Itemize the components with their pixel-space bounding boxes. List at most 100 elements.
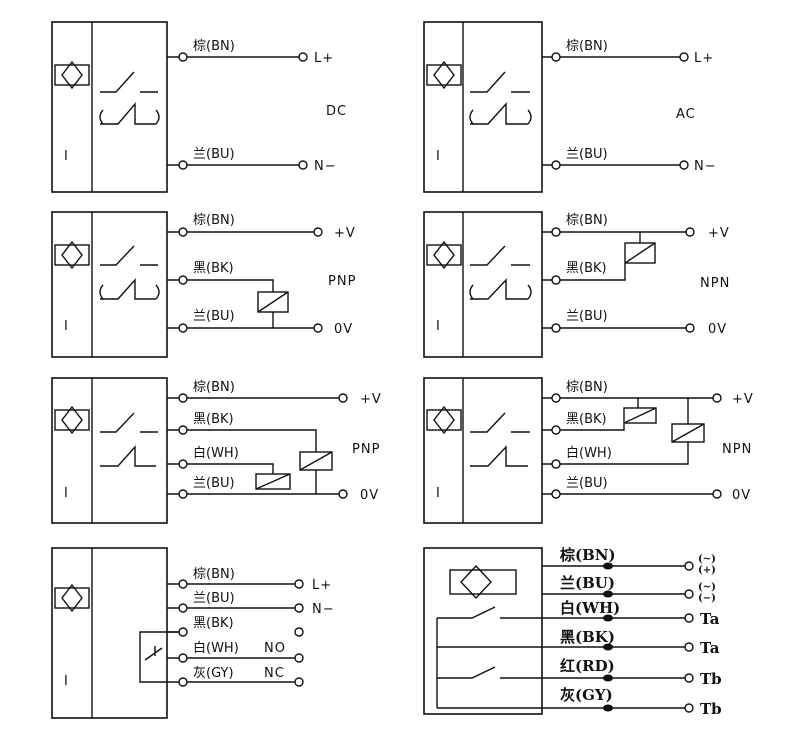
terminal bbox=[294, 579, 304, 589]
wire-label-blue: 兰(BU) bbox=[566, 476, 608, 491]
wire-joint bbox=[551, 160, 561, 170]
wire-line bbox=[542, 442, 689, 465]
wire-joint bbox=[603, 704, 613, 712]
terminal bbox=[294, 627, 304, 637]
switch-nc-symbol bbox=[99, 278, 160, 300]
output-type-label: NPN bbox=[722, 442, 752, 457]
wire-label-black: 黑(BK) bbox=[193, 616, 234, 631]
terminal bbox=[313, 227, 323, 237]
sensor-body bbox=[423, 377, 543, 524]
sensor-label: I bbox=[64, 486, 68, 501]
switch-nc-symbol bbox=[100, 445, 156, 467]
wire-label-brown: 棕(BN) bbox=[193, 39, 235, 54]
terminal-label-ac1: (~) bbox=[698, 554, 716, 565]
sensor-body bbox=[423, 547, 543, 715]
output-type-label: AC bbox=[676, 107, 696, 122]
diagram-5wire-relay: I 棕(BN) 兰(BU) 黑(BK) 白(WH) 灰(GY) NO NC L+… bbox=[51, 547, 335, 719]
output-type-label: PNP bbox=[328, 274, 356, 289]
switch-no-symbol bbox=[470, 71, 530, 93]
sensor-body bbox=[51, 211, 168, 358]
terminal-label-ground: 0V bbox=[708, 322, 727, 337]
sensor-coil-icon bbox=[426, 60, 462, 90]
diagram-npn-3wire: I 棕(BN) 黑(BK) 兰(BU) +V 0V NPN bbox=[423, 211, 730, 358]
terminal-label-ground: 0V bbox=[732, 488, 751, 503]
terminal bbox=[712, 393, 722, 403]
wire-line bbox=[522, 617, 600, 679]
terminal bbox=[294, 677, 304, 687]
wire-joint bbox=[551, 52, 561, 62]
switch-nc-symbol bbox=[469, 102, 532, 125]
wire-joint bbox=[178, 653, 188, 663]
wire-label-gray: 灰(GY) bbox=[560, 686, 613, 704]
terminal-label-positive: +V bbox=[708, 226, 730, 241]
wire-label-brown: 棕(BN) bbox=[560, 546, 616, 564]
terminal-label-ta1: Ta bbox=[700, 610, 720, 628]
switch-no-symbol bbox=[470, 412, 530, 433]
terminal bbox=[684, 703, 694, 713]
relay-switch-symbol bbox=[144, 646, 163, 661]
wire-line bbox=[542, 423, 625, 431]
output-type-label: PNP bbox=[352, 442, 380, 457]
sensor-body bbox=[51, 21, 168, 193]
wire-line bbox=[542, 263, 626, 281]
wire-label-black: 黑(BK) bbox=[193, 261, 234, 276]
wire-joint bbox=[603, 562, 613, 570]
output-type-label: NPN bbox=[700, 276, 730, 291]
wire-joint bbox=[178, 160, 188, 170]
terminal-label-negative: N− bbox=[312, 602, 335, 617]
sensor-coil-icon bbox=[54, 583, 90, 613]
relay-switch-a bbox=[436, 606, 522, 708]
wire-label-blue: 兰(BU) bbox=[193, 591, 235, 606]
sensor-coil-icon bbox=[54, 240, 90, 270]
wire-joint bbox=[551, 459, 561, 469]
load-relay-icon bbox=[624, 242, 656, 264]
terminal-label-positive: L+ bbox=[314, 51, 334, 66]
wire-label-blue: 兰(BU) bbox=[193, 476, 235, 491]
wire-line bbox=[167, 463, 274, 474]
diagram-pnp-4wire: I 棕(BN) 黑(BK) 白(WH) 兰(BU) +V 0V PNP bbox=[51, 377, 381, 524]
sensor-body bbox=[423, 21, 543, 193]
sensor-label: I bbox=[436, 149, 440, 164]
wire-joint bbox=[551, 489, 561, 499]
wire-joint bbox=[178, 579, 188, 589]
terminal bbox=[338, 393, 348, 403]
terminal bbox=[712, 489, 722, 499]
relay-switch-b bbox=[437, 666, 522, 679]
wire-joint bbox=[551, 425, 561, 435]
wire-label-white: 白(WH) bbox=[193, 640, 239, 656]
wire-label-red: 红(RD) bbox=[560, 657, 615, 675]
wire-label-white: 白(WH) bbox=[566, 445, 612, 461]
load-relay-diagonal bbox=[299, 451, 333, 471]
wire-joint bbox=[178, 677, 188, 687]
terminal-label-ta2: Ta bbox=[700, 639, 720, 657]
contact-label-no: NO bbox=[264, 641, 286, 656]
load-relay-diagonal bbox=[671, 423, 705, 443]
terminal-label-tb1: Tb bbox=[700, 670, 722, 688]
terminal-label-negative: (−) bbox=[698, 593, 716, 604]
terminal-label-positive: L+ bbox=[694, 51, 714, 66]
sensor-coil-icon bbox=[54, 405, 90, 435]
load-relay-diagonal bbox=[624, 242, 656, 264]
wire-label-brown: 棕(BN) bbox=[566, 213, 608, 228]
wire-joint bbox=[178, 52, 188, 62]
switch-nc-symbol bbox=[99, 102, 160, 125]
output-type-label: DC bbox=[326, 104, 347, 119]
wire-joint bbox=[178, 227, 188, 237]
switch-no-symbol bbox=[470, 245, 530, 266]
wire-label-blue: 兰(BU) bbox=[566, 309, 608, 324]
terminal bbox=[313, 323, 323, 333]
wire-joint bbox=[178, 489, 188, 499]
terminal bbox=[679, 160, 689, 170]
wire-joint bbox=[551, 393, 561, 403]
wire-label-brown: 棕(BN) bbox=[566, 380, 608, 395]
switch-no-symbol bbox=[100, 412, 158, 433]
diagram-dc-2wire: I 棕(BN) 兰(BU) L+ N− DC bbox=[51, 21, 347, 193]
wire-label-gray: 灰(GY) bbox=[193, 666, 234, 681]
wire-joint bbox=[551, 275, 561, 285]
sensor-body bbox=[51, 377, 168, 524]
wire-label-black: 黑(BK) bbox=[193, 412, 234, 427]
sensor-label: I bbox=[64, 674, 68, 689]
terminal bbox=[684, 642, 694, 652]
wire-joint bbox=[178, 323, 188, 333]
